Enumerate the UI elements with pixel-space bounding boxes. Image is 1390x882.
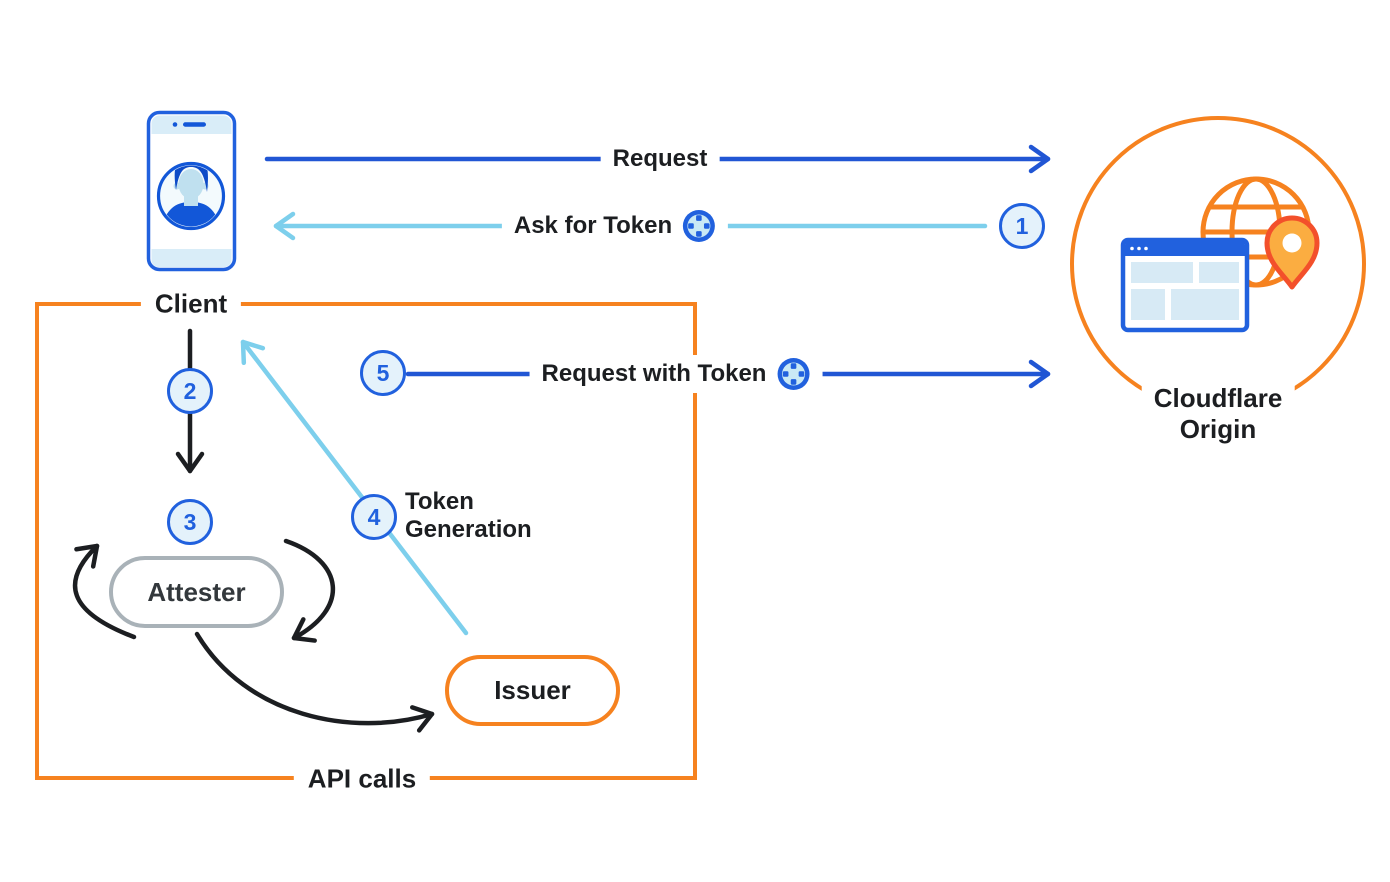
ask-for-token-flow-label: Ask for Token <box>501 207 729 245</box>
client-label-text: Client <box>154 288 228 319</box>
api-calls-label: API calls <box>293 761 431 797</box>
phone-speaker-bar <box>183 122 206 127</box>
attester-loop-left-arc <box>72 543 137 640</box>
attester-node: Attester <box>109 556 284 628</box>
avatar-shirt <box>160 202 222 227</box>
client-node-label: Client <box>140 286 242 322</box>
globe-browser-location-icon <box>1120 176 1320 333</box>
token-generation-label-line1: Token <box>405 488 474 515</box>
attester-to-issuer-arrow <box>194 631 435 733</box>
attester-loop-right-arc <box>283 538 335 643</box>
token-generation-label: Token Generation <box>405 488 532 544</box>
phone-camera-dot <box>172 122 178 127</box>
phone-top-band-fill <box>151 125 232 134</box>
cloudflare-origin-label-line1: Cloudflare <box>1153 383 1283 413</box>
token-generation-label-line2: Generation <box>405 516 532 543</box>
request-with-token-flow-label: Request with Token <box>529 355 823 393</box>
step-badge-2: 2 <box>167 368 213 414</box>
avatar-person <box>160 165 222 227</box>
cloudflare-origin-label: Cloudflare Origin <box>1141 379 1295 449</box>
issuer-label: Issuer <box>494 675 571 705</box>
step-badge-3: 3 <box>167 499 213 545</box>
attester-label: Attester <box>147 576 246 607</box>
step-badge-5: 5 <box>360 350 406 396</box>
smartphone-user-icon <box>146 110 237 272</box>
cloudflare-origin-label-line2: Origin <box>1179 414 1257 444</box>
request-flow-label: Request <box>600 143 720 175</box>
step-badge-1: 1 <box>999 203 1045 249</box>
ask-for-token-label-text: Ask for Token <box>513 212 673 239</box>
browser-window-icon <box>1120 237 1250 333</box>
avatar-face <box>178 169 204 199</box>
issuer-node: Issuer <box>445 655 620 726</box>
location-pin-icon <box>1264 215 1320 290</box>
api-calls-label-text: API calls <box>307 763 417 794</box>
request-with-token-label-text: Request with Token <box>541 360 767 387</box>
request-label-text: Request <box>612 145 708 172</box>
phone-bottom-band-fill <box>151 249 232 258</box>
token-icon <box>777 358 810 390</box>
token-icon <box>683 210 716 242</box>
step-badge-4: 4 <box>351 494 397 540</box>
token-generation-arrow <box>240 339 469 636</box>
